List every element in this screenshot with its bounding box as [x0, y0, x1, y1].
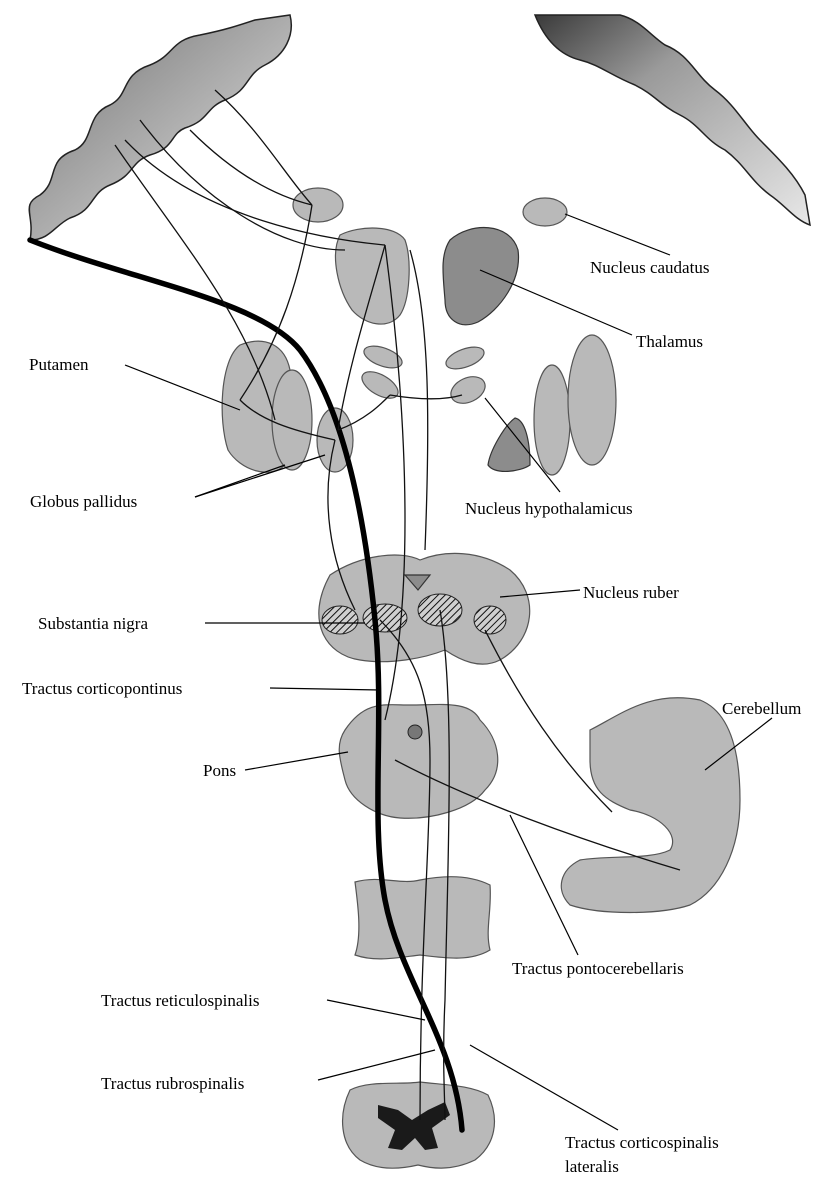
label-putamen: Putamen [29, 355, 89, 374]
globus-pallidus-right-triangle [488, 418, 530, 471]
label-nucleus-caudatus: Nucleus caudatus [590, 258, 709, 277]
medulla [355, 877, 490, 959]
nucleus-hypothalamicus-left-b [358, 366, 403, 403]
pons [339, 704, 498, 818]
nucleus-hypothalamicus-right-b [447, 372, 490, 409]
label-nucleus-ruber: Nucleus ruber [583, 583, 679, 602]
label-tractus-corticospinalis-line2: lateralis [565, 1157, 619, 1176]
globus-pallidus-right [534, 365, 570, 475]
label-tractus-corticopontinus: Tractus corticopontinus [22, 679, 182, 698]
right-cortex [535, 15, 810, 225]
label-tractus-corticospinalis-line1: Tractus corticospinalis [565, 1133, 719, 1152]
pons-nucleus [408, 725, 422, 739]
label-globus-pallidus: Globus pallidus [30, 492, 137, 511]
label-tractus-pontocerebellaris: Tractus pontocerebellaris [512, 959, 684, 978]
label-tractus-rubrospinalis: Tractus rubrospinalis [101, 1074, 244, 1093]
label-tractus-reticulospinalis: Tractus reticulospinalis [101, 991, 260, 1010]
nucleus-caudatus-left [293, 188, 343, 222]
putamen-right [568, 335, 616, 465]
label-cerebellum: Cerebellum [722, 699, 801, 718]
thalamus-left [336, 228, 410, 324]
label-thalamus: Thalamus [636, 332, 703, 351]
globus-pallidus-left-1 [272, 370, 312, 470]
label-pons: Pons [203, 761, 236, 780]
nucleus-hypothalamicus-right-a [443, 343, 487, 374]
label-substantia-nigra: Substantia nigra [38, 614, 148, 633]
nucleus-caudatus-right [523, 198, 567, 226]
label-nucleus-hypothalamicus: Nucleus hypothalamicus [465, 499, 633, 518]
cerebellum [561, 698, 740, 913]
thalamus-right [443, 228, 519, 325]
